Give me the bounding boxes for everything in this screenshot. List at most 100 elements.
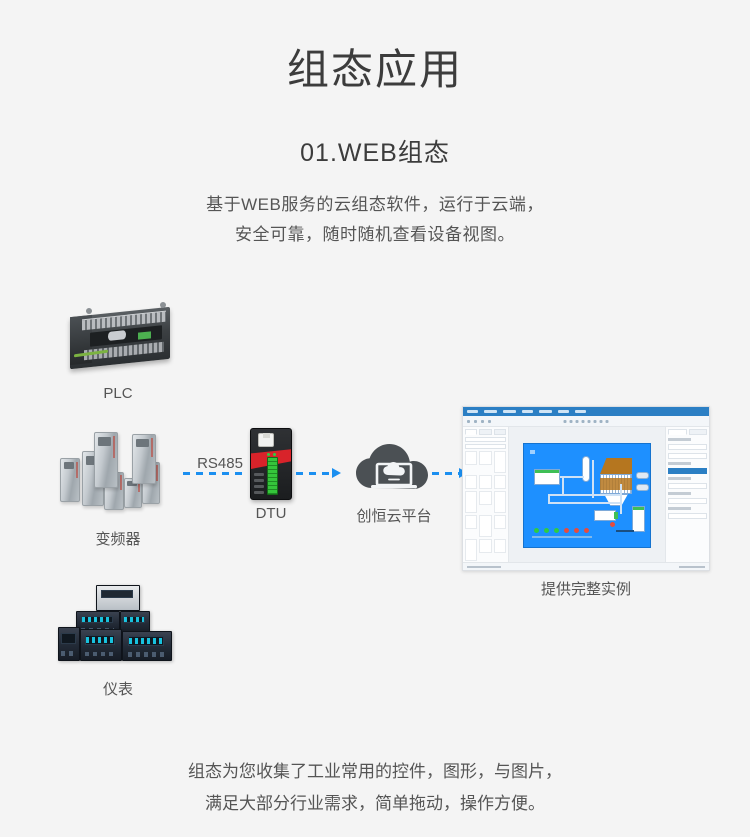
connection-label-rs485: RS485	[197, 455, 243, 472]
toolbar-icon-save[interactable]	[481, 419, 484, 423]
description-line-2: 安全可靠，随时随机查看设备视图。	[235, 225, 515, 244]
hmi-process-diagram[interactable]	[523, 443, 651, 548]
hmi-tank-right-level	[633, 507, 644, 510]
hmi-tank-left-level	[535, 470, 559, 473]
library-tabs[interactable]	[465, 429, 506, 435]
toolbar-icon-undo[interactable]	[488, 419, 491, 423]
menu-item-3[interactable]	[503, 410, 516, 413]
hmi-conveyor-box	[594, 510, 616, 521]
property-color-swatch[interactable]	[668, 468, 707, 474]
library-tab-chart[interactable]	[493, 429, 506, 435]
menu-item-7[interactable]	[575, 410, 586, 413]
property-field-5[interactable]	[668, 513, 707, 519]
dtu-gateway-icon	[250, 428, 292, 500]
library-item[interactable]	[465, 451, 478, 465]
library-item[interactable]	[479, 451, 492, 465]
property-field-3[interactable]	[668, 483, 707, 489]
connector-dtu-to-cloud	[296, 472, 332, 475]
library-item[interactable]	[465, 539, 478, 561]
hmi-led-1	[534, 528, 539, 533]
hmi-mixer	[582, 456, 590, 482]
toolbar-icon-zoom[interactable]	[599, 419, 603, 423]
library-item[interactable]	[493, 475, 506, 489]
status-zoom	[679, 565, 705, 568]
toolbar-icon-lock[interactable]	[593, 419, 597, 423]
property-label-3	[668, 477, 692, 480]
toolbar-icon-layer[interactable]	[587, 419, 591, 423]
properties-tab-style[interactable]	[668, 429, 687, 435]
hmi-outlet-line	[616, 530, 634, 532]
footer-line-2: 满足大部分行业需求，简单拖动，操作方便。	[205, 794, 545, 813]
hmi-pipe-v-4	[620, 484, 622, 514]
hmi-pipe-h-3	[548, 502, 620, 504]
toolbar-align-group[interactable]	[563, 419, 609, 423]
menu-item-2[interactable]	[484, 410, 497, 413]
device-label-plc: PLC	[103, 385, 133, 402]
library-search-input[interactable]	[465, 437, 506, 442]
hmi-led-5	[574, 528, 579, 533]
library-item[interactable]	[479, 539, 492, 553]
toolbar-icon-open[interactable]	[474, 419, 477, 423]
library-item[interactable]	[465, 491, 478, 513]
library-item[interactable]	[465, 515, 478, 529]
property-field-2[interactable]	[668, 453, 707, 459]
hmi-led-rail	[532, 536, 592, 538]
properties-tab-data[interactable]	[688, 429, 707, 435]
page-title: 组态应用	[286, 46, 463, 93]
library-item[interactable]	[493, 539, 506, 553]
hmi-led-2	[544, 528, 549, 533]
toolbar-icon-align-left[interactable]	[563, 419, 567, 423]
hmi-canvas[interactable]	[509, 427, 665, 564]
properties-tabs[interactable]	[668, 429, 707, 435]
library-tab-basic[interactable]	[465, 429, 478, 435]
property-field-4[interactable]	[668, 498, 707, 504]
device-label-inverter: 变频器	[95, 531, 141, 548]
library-item[interactable]	[479, 491, 492, 505]
hmi-pipe-v-3	[548, 494, 550, 502]
library-item[interactable]	[479, 475, 492, 489]
software-menu-bar[interactable]	[463, 407, 709, 416]
library-item[interactable]	[465, 475, 478, 489]
software-toolbar[interactable]	[463, 416, 709, 427]
hmi-button-2[interactable]	[636, 484, 649, 491]
hmi-button-1[interactable]	[636, 472, 649, 479]
property-label-4	[668, 492, 692, 495]
configuration-software-window[interactable]	[462, 406, 710, 571]
hmi-led-3	[554, 528, 559, 533]
library-tab-industry[interactable]	[479, 429, 492, 435]
digital-meter-icon	[58, 585, 183, 665]
menu-item-6[interactable]	[558, 410, 569, 413]
library-item[interactable]	[493, 451, 506, 473]
device-label-dtu: DTU	[255, 505, 287, 522]
menu-item-1[interactable]	[467, 410, 478, 413]
property-label-2	[668, 462, 692, 465]
property-label-1	[668, 438, 692, 441]
library-item[interactable]	[479, 515, 492, 537]
cloud-laptop-icon	[352, 440, 436, 500]
library-category-select[interactable]	[465, 444, 506, 449]
properties-panel[interactable]	[665, 427, 709, 564]
plc-module-icon	[62, 300, 177, 375]
toolbar-icon-align-right[interactable]	[575, 419, 579, 423]
device-label-meter: 仪表	[102, 681, 133, 698]
status-coordinates	[467, 565, 501, 568]
menu-item-5[interactable]	[539, 410, 552, 413]
footer-line-1: 组态为您收集了工业常用的控件，图形，与图片，	[188, 762, 562, 781]
library-thumbnail-grid[interactable]	[465, 451, 506, 561]
property-field-1[interactable]	[668, 444, 707, 450]
library-item[interactable]	[493, 491, 506, 513]
library-item[interactable]	[493, 515, 506, 529]
toolbar-icon-align-center[interactable]	[569, 419, 573, 423]
menu-item-4[interactable]	[522, 410, 533, 413]
component-library-panel[interactable]	[463, 427, 509, 564]
frequency-inverter-icon	[60, 430, 180, 510]
connector-cloud-to-software	[432, 472, 460, 475]
hmi-tank-right	[632, 506, 645, 532]
hmi-pipe-vertical-1	[592, 460, 594, 498]
hmi-led-4	[564, 528, 569, 533]
toolbar-icon-group[interactable]	[581, 419, 585, 423]
hmi-pipe-v-2	[562, 476, 564, 494]
toolbar-icon-new[interactable]	[467, 419, 470, 423]
toolbar-icon-preview[interactable]	[605, 419, 609, 423]
